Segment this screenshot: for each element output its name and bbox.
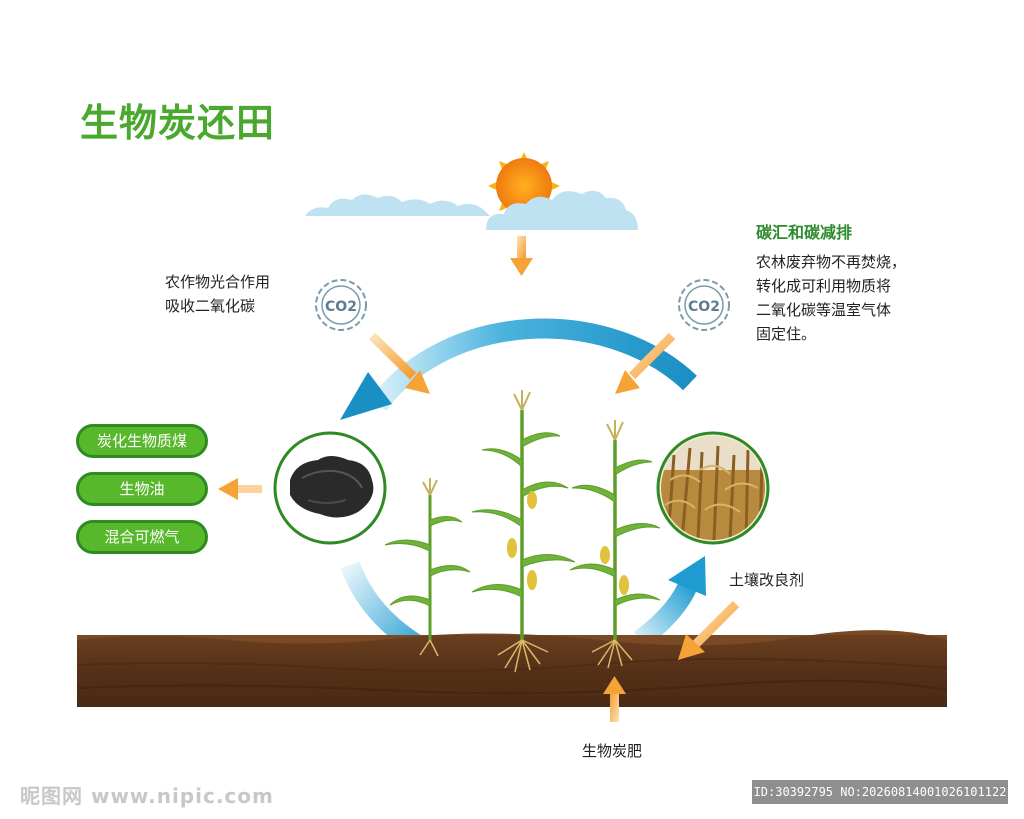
carbon-sink-title: 碳汇和碳减排	[756, 223, 853, 242]
corn-plant-tall	[471, 390, 576, 640]
co2-text-right: CO2	[688, 299, 720, 315]
corn-plant-small	[384, 478, 471, 640]
photosynthesis-line2: 吸收二氧化碳	[165, 297, 256, 315]
crop-straw-image	[656, 431, 770, 545]
co2-icon-right: CO2	[678, 279, 730, 331]
carbon-sink-description: 农林废弃物不再焚烧， 转化成可利用物质将 二氧化碳等温室气体 固定住。	[756, 250, 956, 346]
watermark-left: 昵图网 www.nipic.com	[20, 784, 274, 808]
products-arrow	[218, 478, 262, 500]
biochar-image	[273, 431, 387, 545]
co2-absorb-arrow-right	[615, 332, 676, 394]
product-pill-bio-oil: 生物油	[76, 472, 208, 506]
photosynthesis-line1: 农作物光合作用	[165, 273, 271, 291]
corn-plant-medium	[569, 420, 661, 640]
soil-improver-label: 土壤改良剂	[729, 571, 805, 589]
soil-improver-arrow	[678, 600, 740, 660]
product-pill-mixed-gas: 混合可燃气	[76, 520, 208, 554]
co2-icon-left: CO2	[315, 279, 367, 331]
watermark-id: ID:30392795 NO:20260814001026101122	[752, 780, 1008, 804]
carbon-sink-line: 固定住。	[756, 325, 817, 343]
carbon-sink-line: 二氧化碳等温室气体	[756, 301, 892, 319]
carbon-sink-line: 农林废弃物不再焚烧，	[756, 253, 907, 271]
biochar-fertilizer-label: 生物炭肥	[582, 742, 643, 760]
co2-text-left: CO2	[325, 299, 357, 315]
sunlight-arrow	[510, 236, 533, 276]
co2-absorb-arrow-left	[368, 332, 430, 394]
page-title: 生物炭还田	[80, 101, 276, 145]
cloud-icon	[305, 190, 638, 230]
carbon-sink-line: 转化成可利用物质将	[756, 277, 892, 295]
biochar-fertilizer-arrow	[603, 676, 626, 722]
plant-roots	[419, 639, 633, 673]
photosynthesis-label: 农作物光合作用 吸收二氧化碳	[165, 270, 270, 318]
soil-layer	[76, 630, 948, 707]
product-pill-biomass-coal: 炭化生物质煤	[76, 424, 208, 458]
carbon-cycle-arrow-up	[633, 556, 706, 648]
